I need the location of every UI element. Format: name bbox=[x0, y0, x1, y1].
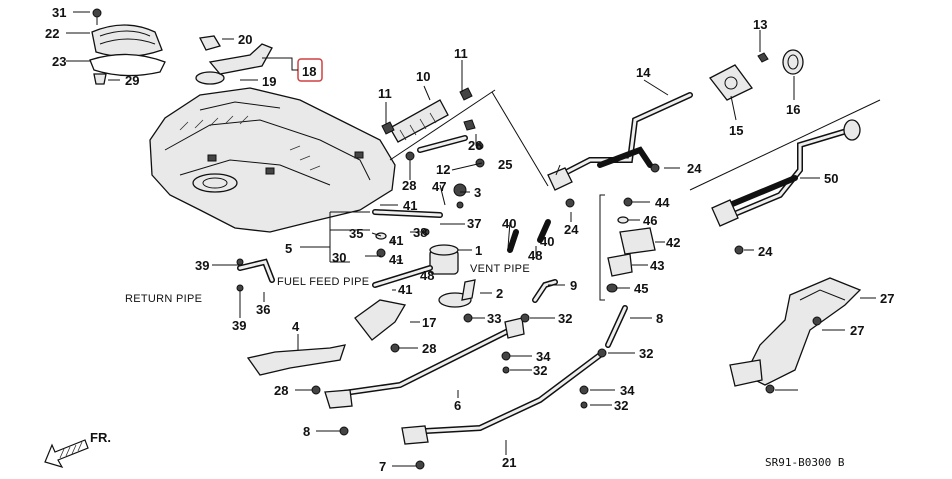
callout: 46 bbox=[643, 213, 657, 228]
callout: 39 bbox=[195, 258, 209, 273]
callout: 41 bbox=[389, 252, 403, 267]
front-arrow-icon: FR. bbox=[44, 430, 111, 468]
callout: 32 bbox=[639, 346, 653, 361]
return-pipe-label: RETURN PIPE bbox=[125, 293, 202, 305]
callout: 5 bbox=[285, 241, 292, 256]
fuel-feed-pipe-label: FUEL FEED PIPE bbox=[277, 276, 369, 288]
callout: 28 bbox=[422, 341, 436, 356]
bracket-17 bbox=[354, 299, 407, 341]
filler-hose bbox=[381, 87, 476, 153]
callout: 34 bbox=[536, 349, 551, 364]
vent-pipe-label: VENT PIPE bbox=[470, 263, 530, 275]
callout: 3 bbox=[474, 185, 481, 200]
callout: 11 bbox=[454, 46, 468, 61]
callout: 41 bbox=[398, 282, 412, 297]
divider-line bbox=[689, 99, 881, 191]
callout: 22 bbox=[45, 26, 59, 41]
bracket-4 bbox=[246, 344, 346, 376]
callout: 47 bbox=[432, 179, 446, 194]
callout: 28 bbox=[402, 178, 416, 193]
callout: 6 bbox=[454, 398, 461, 413]
callout: 26 bbox=[468, 138, 482, 153]
callout: 1 bbox=[475, 243, 482, 258]
callout: 32 bbox=[614, 398, 628, 413]
callout: 29 bbox=[125, 73, 139, 88]
callout: 16 bbox=[786, 102, 800, 117]
callout: 7 bbox=[379, 459, 386, 474]
fasteners bbox=[236, 142, 822, 470]
callout: 24 bbox=[687, 161, 702, 176]
access-cover bbox=[89, 8, 166, 85]
callout: 19 bbox=[262, 74, 276, 89]
callout: 32 bbox=[558, 311, 572, 326]
callout: 2 bbox=[496, 286, 503, 301]
callout: 40 bbox=[540, 234, 554, 249]
leader-lines bbox=[66, 11, 876, 467]
callout: 38 bbox=[413, 225, 427, 240]
callout: 32 bbox=[533, 363, 547, 378]
callout: 21 bbox=[502, 455, 516, 470]
fuel-tank bbox=[149, 87, 396, 233]
callout: 11 bbox=[378, 86, 392, 101]
callout: 17 bbox=[422, 315, 436, 330]
callout: 9 bbox=[570, 278, 577, 293]
tank-strap-6 bbox=[324, 317, 525, 409]
evap-valve-inset bbox=[599, 194, 656, 301]
callout: 13 bbox=[753, 17, 767, 32]
callout: 48 bbox=[420, 268, 434, 283]
callout: 28 bbox=[274, 383, 288, 398]
callout: 27 bbox=[880, 291, 894, 306]
callout: 18 bbox=[302, 64, 316, 79]
callout: 14 bbox=[636, 65, 651, 80]
callout: 4 bbox=[292, 319, 300, 334]
callout: 15 bbox=[729, 123, 743, 138]
callout: 33 bbox=[487, 311, 501, 326]
callout: 20 bbox=[238, 32, 252, 47]
callout: 24 bbox=[564, 222, 579, 237]
filler-neck bbox=[547, 49, 804, 191]
callout: 30 bbox=[332, 250, 346, 265]
callout: 8 bbox=[303, 424, 310, 439]
callout: 48 bbox=[528, 248, 542, 263]
callout: 45 bbox=[634, 281, 648, 296]
callout: 8 bbox=[656, 311, 663, 326]
callout: 35 bbox=[349, 226, 363, 241]
callout: 41 bbox=[389, 233, 403, 248]
callout: 25 bbox=[498, 157, 512, 172]
filler-pipe-50 bbox=[711, 119, 861, 227]
callout: 34 bbox=[620, 383, 635, 398]
callout: 31 bbox=[52, 5, 66, 20]
hoses bbox=[237, 89, 628, 348]
callout: 40 bbox=[502, 216, 516, 231]
callout: 24 bbox=[758, 244, 773, 259]
callout: 42 bbox=[666, 235, 680, 250]
splash-guard-21 bbox=[729, 277, 862, 387]
fuel-gauge-unit bbox=[195, 35, 273, 85]
fuel-pump bbox=[429, 244, 476, 308]
callout: 23 bbox=[52, 54, 66, 69]
callout: 43 bbox=[650, 258, 664, 273]
callout: 37 bbox=[467, 216, 481, 231]
callout: 39 bbox=[232, 318, 246, 333]
callout: 12 bbox=[436, 162, 450, 177]
diagram-code: SR91-B0300 B bbox=[765, 456, 845, 469]
callout: 44 bbox=[655, 195, 670, 210]
callout-numbers: 31 22 23 29 20 19 18 11 10 13 14 16 15 1… bbox=[45, 5, 894, 474]
callout: 10 bbox=[416, 69, 430, 84]
front-arrow-label: FR. bbox=[90, 430, 111, 445]
callout: 41 bbox=[403, 198, 417, 213]
callout: 50 bbox=[824, 171, 838, 186]
callout: 36 bbox=[256, 302, 270, 317]
callout: 27 bbox=[850, 323, 864, 338]
tank-strap-7 bbox=[401, 352, 603, 445]
